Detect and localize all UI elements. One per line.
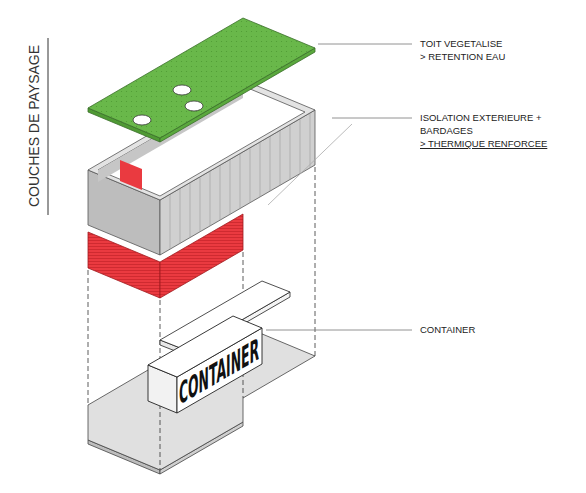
callout-label: CONTAINER — [420, 324, 475, 336]
cladding-stripe — [190, 183, 191, 238]
cladding-stripe — [280, 130, 281, 185]
cladding-stripe — [230, 159, 231, 214]
leader-lines — [266, 44, 412, 330]
cladding-stripe — [170, 194, 171, 249]
diagram-title: COUCHES DE PAYSAGE — [26, 45, 42, 207]
cladding-stripe — [270, 136, 271, 191]
cladding-stripe — [290, 125, 291, 180]
cladding-stripe — [310, 113, 311, 168]
cladding-stripe — [220, 165, 221, 220]
title-rule — [48, 38, 49, 215]
cladding-stripe — [200, 177, 201, 232]
cladding-stripe — [240, 154, 241, 209]
container-box — [148, 316, 262, 413]
cladding-stripe — [250, 148, 251, 203]
callout-label: > RETENTION EAU — [420, 51, 505, 63]
cladding-stripe — [300, 119, 301, 174]
callout-label: > THERMIQUE RENFORCEE — [420, 138, 547, 150]
green-roof — [88, 18, 315, 142]
cladding-stripe — [260, 142, 261, 197]
callout-label: TOIT VEGETALISE — [420, 38, 502, 50]
callout-label: BARDAGES — [420, 125, 473, 137]
cladding-stripe — [180, 188, 181, 243]
cladding-stripe — [210, 171, 211, 226]
callout-label: ISOLATION EXTERIEURE + — [420, 112, 542, 124]
